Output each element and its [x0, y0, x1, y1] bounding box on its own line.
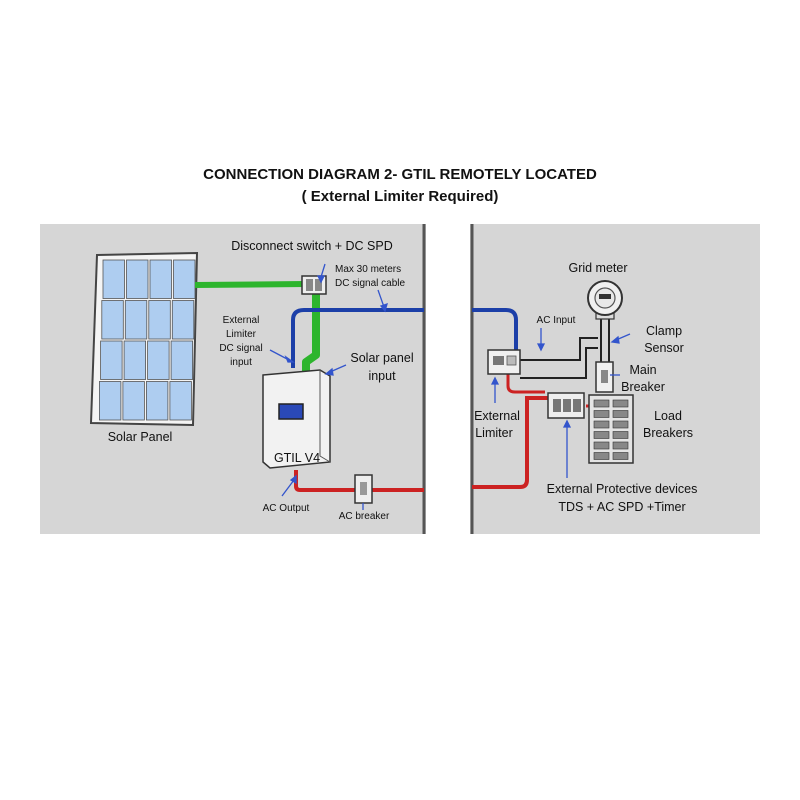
load-breaker-switch — [612, 420, 629, 429]
load-breaker-switch — [612, 399, 629, 408]
load-breaker-switch — [612, 452, 629, 460]
label-ac-input: AC Input — [537, 315, 576, 326]
solar-cell — [148, 300, 171, 340]
label-ext-limiter-3: DC signal — [219, 343, 262, 354]
load-breakers-panel — [588, 394, 634, 464]
solar-cell — [147, 340, 170, 380]
label-solar-input-2: input — [368, 369, 396, 383]
diagram-subtitle: ( External Limiter Required) — [301, 188, 499, 205]
signal-cable-right — [472, 308, 518, 352]
protective-devices — [547, 392, 585, 419]
solar-cell — [123, 340, 146, 380]
solar-cell — [102, 259, 125, 299]
dc-cable-panel-to-switch — [194, 281, 306, 288]
grid-meter — [587, 280, 623, 320]
ac-cable-right-to-protective — [472, 396, 548, 489]
solar-cell — [149, 259, 172, 299]
main-breaker-device — [595, 361, 614, 393]
ac-cable-left — [294, 470, 424, 492]
label-load-breakers-2: Breakers — [643, 426, 693, 440]
label-grid-meter: Grid meter — [568, 261, 627, 275]
label-main-breaker-1: Main — [629, 363, 656, 377]
label-load-breakers-1: Load — [654, 409, 682, 423]
solar-cell — [173, 259, 196, 299]
solar-cell — [100, 340, 123, 380]
label-solar-panel: Solar Panel — [108, 430, 173, 444]
label-disconnect-switch: Disconnect switch + DC SPD — [231, 239, 393, 253]
label-protective-1: External Protective devices — [547, 482, 698, 496]
load-breaker-switch — [593, 441, 610, 450]
label-solar-input-1: Solar panel — [350, 351, 413, 365]
load-breaker-switch — [612, 431, 629, 439]
label-ext-limiter-1: External — [223, 315, 260, 326]
solar-cell — [145, 381, 169, 421]
gtil-inverter — [262, 369, 331, 469]
label-clamp-2: Sensor — [644, 341, 684, 355]
load-breaker-switch — [593, 410, 610, 418]
label-protective-2: TDS + AC SPD +Timer — [558, 500, 685, 514]
right-wall-panel — [470, 224, 760, 534]
label-inverter: GTIL V4 — [274, 451, 320, 465]
solar-cell — [101, 300, 124, 340]
label-ext-limiter-4: input — [230, 357, 252, 368]
solar-panel — [89, 251, 199, 427]
ac-breaker — [354, 474, 373, 504]
label-max-cable-2: DC signal cable — [335, 278, 405, 289]
ac-cable-limiter — [506, 372, 545, 394]
label-max-cable-1: Max 30 meters — [335, 264, 401, 275]
annotation-arrows-right — [490, 328, 631, 478]
label-external-limiter-2: Limiter — [475, 426, 513, 440]
label-ext-limiter-2: Limiter — [226, 329, 257, 340]
load-breaker-switch — [593, 452, 610, 460]
load-breaker-switch — [612, 441, 629, 450]
solar-cell — [122, 381, 145, 421]
solar-cell — [126, 259, 149, 299]
label-ac-breaker: AC breaker — [339, 511, 390, 522]
label-clamp-1: Clamp — [646, 324, 682, 338]
annotation-arrows-left — [269, 263, 388, 510]
load-breaker-switch — [593, 431, 610, 439]
solar-cell — [170, 340, 194, 380]
label-external-limiter-1: External — [474, 409, 520, 423]
signal-cable-left — [291, 308, 424, 368]
load-breaker-switch — [593, 399, 610, 408]
label-main-breaker-2: Breaker — [621, 380, 665, 394]
solar-cell — [99, 381, 122, 421]
load-breaker-switch — [593, 420, 610, 429]
label-ac-output: AC Output — [263, 503, 310, 514]
dc-cable-switch-to-inverter — [302, 292, 320, 378]
load-breaker-switch — [612, 410, 629, 418]
external-limiter-device — [487, 349, 521, 375]
solar-cell — [169, 381, 192, 421]
inverter-display — [278, 403, 304, 420]
solar-cell — [171, 300, 195, 340]
wiring-black — [520, 318, 610, 379]
diagram-title: CONNECTION DIAGRAM 2- GTIL REMOTELY LOCA… — [203, 166, 597, 183]
solar-cell — [124, 300, 148, 340]
